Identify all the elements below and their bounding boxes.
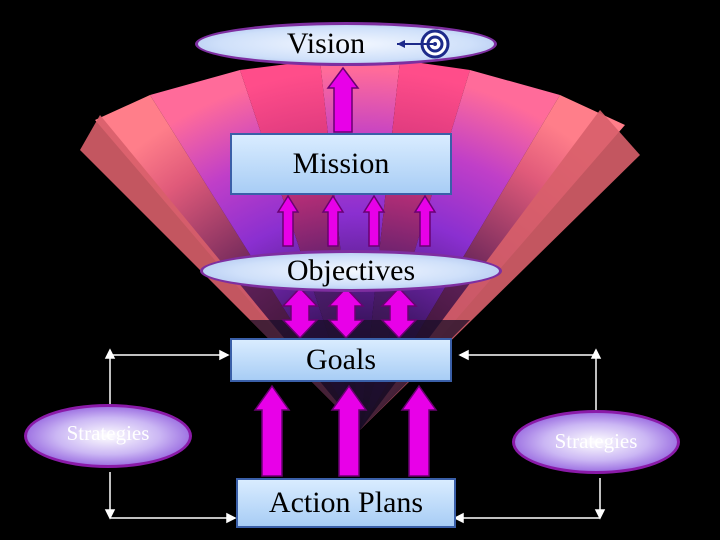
strategies-left-node: Strategies <box>24 404 192 468</box>
strategy-connectors <box>104 348 606 524</box>
action-plans-node: Action Plans <box>236 478 456 528</box>
objectives-label: Objectives <box>286 254 416 287</box>
arrow-objectives-goals-1 <box>281 286 319 340</box>
objectives-node: Objectives <box>200 250 502 292</box>
arrow-objectives-goals-2 <box>327 286 365 340</box>
arrow-actions-to-goals-1 <box>253 384 291 477</box>
arrow-objectives-to-mission-1 <box>276 194 300 247</box>
goals-node: Goals <box>230 338 452 382</box>
strategies-right-node: Strategies <box>512 410 680 474</box>
goals-label: Goals <box>306 343 376 376</box>
mission-label: Mission <box>292 147 390 180</box>
action-plans-label: Action Plans <box>268 486 424 519</box>
arrow-mission-to-vision <box>326 66 360 133</box>
vision-label: Vision <box>286 27 366 60</box>
target-arrow-icon <box>397 29 450 59</box>
arrow-actions-to-goals-2 <box>330 384 368 477</box>
arrow-objectives-to-mission-2 <box>321 194 345 247</box>
strategies-right-label: Strategies <box>554 428 638 453</box>
arrow-actions-to-goals-3 <box>400 384 438 477</box>
mission-node: Mission <box>230 133 452 195</box>
arrow-objectives-to-mission-4 <box>413 194 437 247</box>
arrow-objectives-goals-3 <box>380 286 418 340</box>
arrow-objectives-to-mission-3 <box>362 194 386 247</box>
strategies-left-label: Strategies <box>66 420 150 445</box>
